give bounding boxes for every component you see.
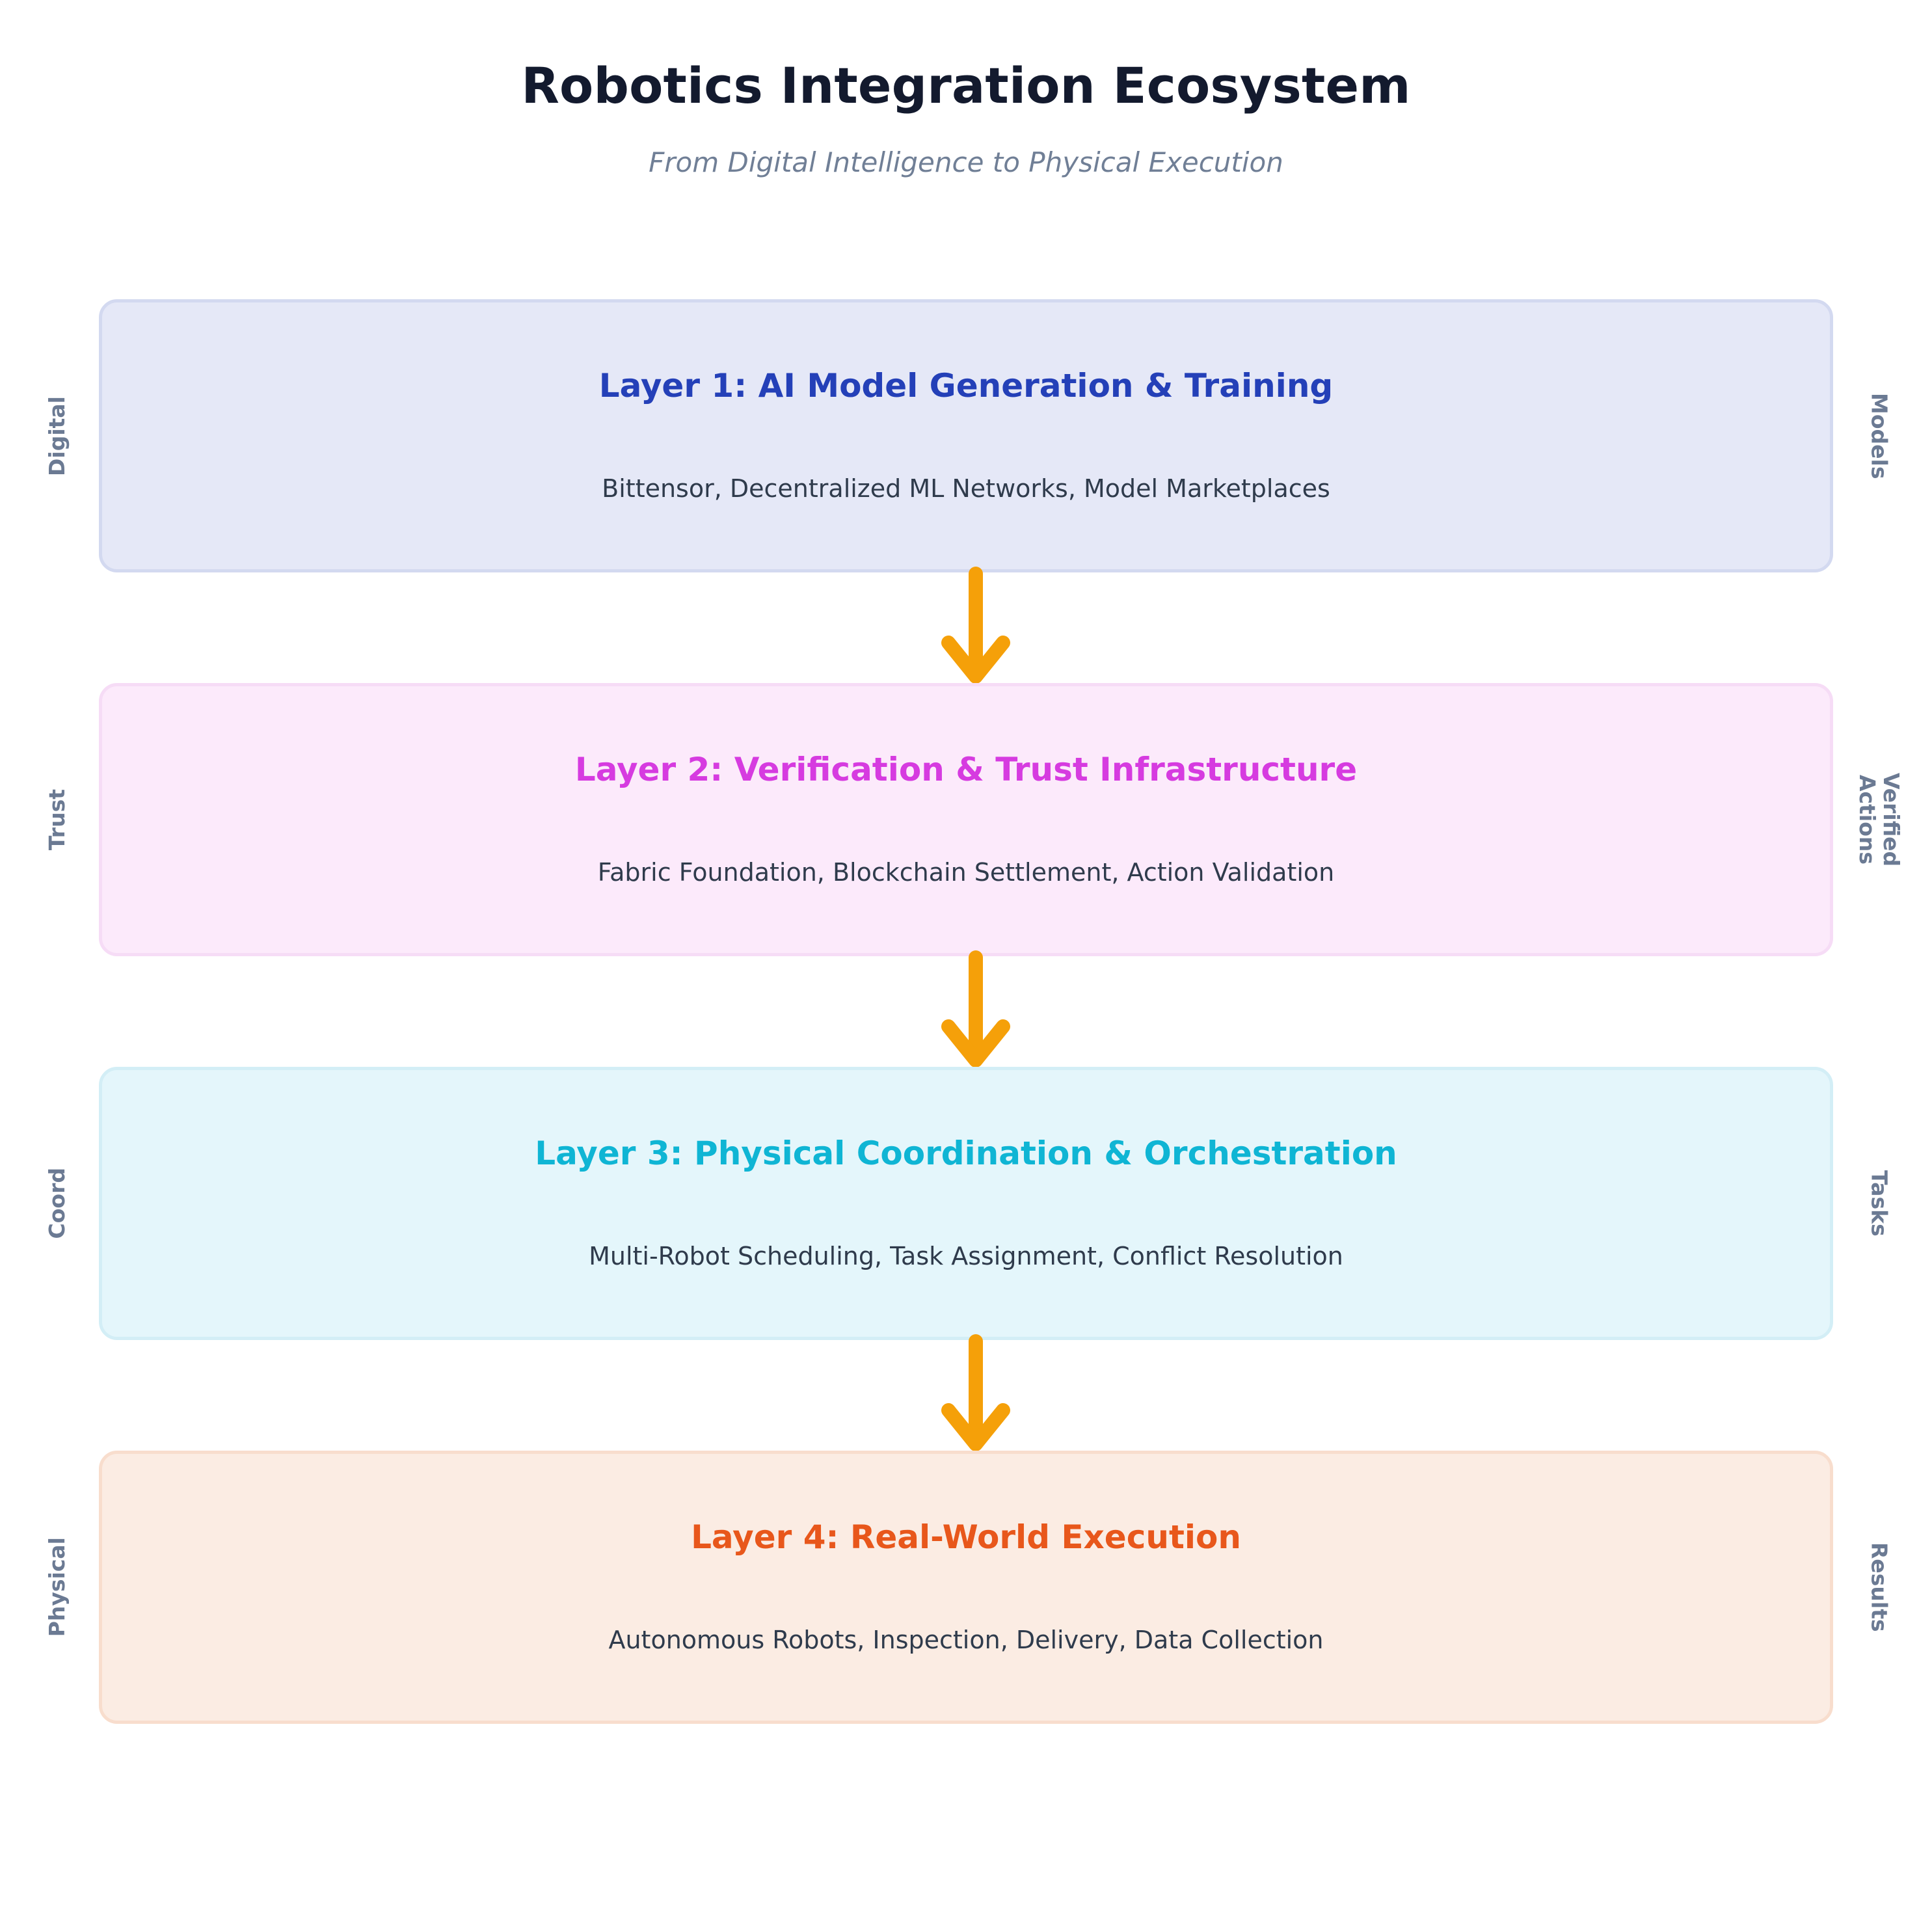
layer-1-left-label-text: Digital (44, 396, 70, 476)
arrow-down-icon-2 (929, 950, 1023, 1073)
layer-row-3: Coord Layer 3: Physical Coordination & O… (0, 1067, 1932, 1340)
layer-2-description: Fabric Foundation, Blockchain Settlement… (597, 858, 1335, 887)
layer-4-left-label-text: Physical (44, 1537, 70, 1637)
layer-card-3[interactable]: Layer 3: Physical Coordination & Orchest… (99, 1067, 1833, 1340)
layer-4-right-label: Results (1840, 1451, 1918, 1724)
layer-3-description: Multi-Robot Scheduling, Task Assignment,… (589, 1242, 1343, 1271)
page-subtitle: From Digital Intelligence to Physical Ex… (649, 146, 1283, 178)
layer-3-right-label-text: Tasks (1866, 1170, 1892, 1237)
layer-card-4[interactable]: Layer 4: Real-World Execution Autonomous… (99, 1451, 1833, 1724)
layer-1-left-label: Digital (18, 299, 96, 572)
layer-2-right-label: Verified Actions (1840, 683, 1918, 956)
arrow-down-icon-1 (929, 566, 1023, 690)
layer-1-right-label: Models (1840, 299, 1918, 572)
layer-2-left-label: Trust (18, 683, 96, 956)
layer-row-2: Trust Layer 2: Verification & Trust Infr… (0, 683, 1932, 956)
layer-4-left-label: Physical (18, 1451, 96, 1724)
layer-4-title: Layer 4: Real-World Execution (691, 1518, 1241, 1556)
layer-1-right-label-text: Models (1866, 392, 1892, 479)
layer-row-4: Physical Layer 4: Real-World Execution A… (0, 1451, 1932, 1724)
layer-card-1[interactable]: Layer 1: AI Model Generation & Training … (99, 299, 1833, 572)
layer-3-right-label: Tasks (1840, 1067, 1918, 1340)
layer-4-description: Autonomous Robots, Inspection, Delivery,… (608, 1626, 1324, 1655)
page-title: Robotics Integration Ecosystem (521, 57, 1411, 114)
layer-1-description: Bittensor, Decentralized ML Networks, Mo… (602, 474, 1330, 503)
arrow-down-icon-3 (929, 1334, 1023, 1457)
layer-row-1: Digital Layer 1: AI Model Generation & T… (0, 299, 1932, 572)
layer-2-title: Layer 2: Verification & Trust Infrastruc… (574, 750, 1358, 788)
layer-2-right-label-text: Verified Actions (1855, 772, 1904, 867)
layer-4-right-label-text: Results (1866, 1542, 1892, 1632)
layer-2-left-label-text: Trust (44, 788, 70, 851)
layer-1-title: Layer 1: AI Model Generation & Training (598, 366, 1334, 405)
layer-3-left-label-text: Coord (44, 1168, 70, 1239)
diagram-header: Robotics Integration Ecosystem From Digi… (0, 59, 1932, 178)
layer-card-2[interactable]: Layer 2: Verification & Trust Infrastruc… (99, 683, 1833, 956)
layer-3-title: Layer 3: Physical Coordination & Orchest… (535, 1134, 1397, 1172)
layer-3-left-label: Coord (18, 1067, 96, 1340)
